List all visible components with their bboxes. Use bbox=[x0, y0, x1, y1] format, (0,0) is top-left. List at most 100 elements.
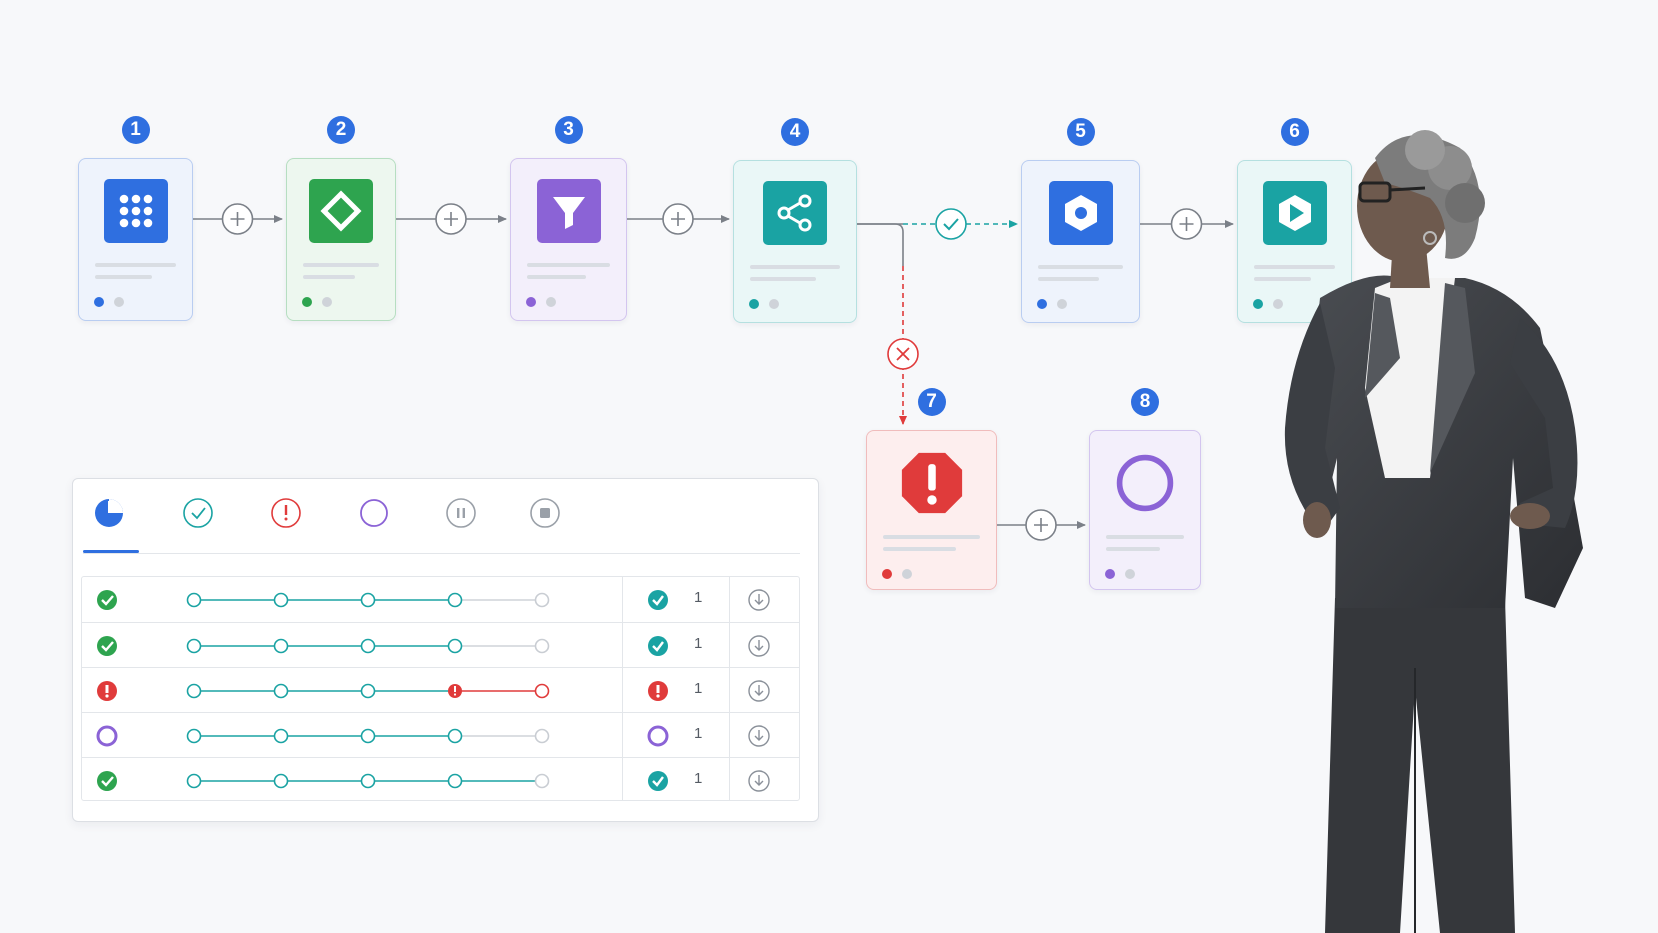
table-row[interactable]: 1 bbox=[82, 757, 799, 803]
tab-pause-circle-icon[interactable] bbox=[445, 497, 479, 531]
node-text-placeholder bbox=[883, 535, 980, 539]
download-icon[interactable] bbox=[747, 769, 771, 793]
error-badge-icon bbox=[646, 679, 670, 703]
grid-icon bbox=[103, 179, 168, 243]
workflow-node-3[interactable] bbox=[510, 158, 627, 321]
run-count: 1 bbox=[694, 770, 703, 787]
alert-octagon-icon bbox=[900, 451, 964, 515]
alert-circle-icon bbox=[270, 498, 302, 533]
error-status-icon bbox=[95, 679, 119, 703]
workflow-node-4[interactable] bbox=[733, 160, 857, 323]
add-step-plus-icon[interactable] bbox=[221, 203, 254, 235]
progress-track bbox=[186, 683, 550, 699]
step-number-badge: 1 bbox=[121, 116, 150, 144]
node-status-dot bbox=[1057, 299, 1067, 309]
workflow-node-2[interactable] bbox=[286, 158, 396, 321]
node-status-dot bbox=[1273, 299, 1283, 309]
step-number-badge: 7 bbox=[917, 388, 946, 416]
play-icon bbox=[1262, 181, 1327, 245]
node-status-dot bbox=[94, 297, 104, 307]
add-step-plus-icon[interactable] bbox=[662, 203, 694, 235]
share-nodes-icon bbox=[763, 181, 827, 245]
column-divider bbox=[622, 577, 623, 800]
ring-icon bbox=[358, 499, 390, 533]
tab-ring-icon[interactable] bbox=[358, 497, 392, 531]
node-status-dot bbox=[1037, 299, 1047, 309]
node-status-dot bbox=[882, 569, 892, 579]
check-circle-icon bbox=[182, 498, 214, 533]
person-illustration bbox=[1284, 130, 1583, 933]
download-icon[interactable] bbox=[747, 634, 771, 658]
node-status-dot bbox=[769, 299, 779, 309]
download-icon[interactable] bbox=[747, 679, 771, 703]
step-number-badge: 3 bbox=[554, 116, 583, 144]
node-text-placeholder bbox=[883, 547, 956, 551]
run-count: 1 bbox=[694, 635, 703, 652]
download-icon[interactable] bbox=[747, 724, 771, 748]
node-status-dot bbox=[546, 297, 556, 307]
active-tab-indicator bbox=[83, 550, 139, 553]
tab-stop-circle-icon[interactable] bbox=[529, 497, 563, 531]
progress-track bbox=[186, 592, 550, 608]
table-row[interactable]: 1 bbox=[82, 622, 799, 668]
table-row[interactable]: 1 bbox=[82, 712, 799, 758]
node-status-dot bbox=[902, 569, 912, 579]
tab-divider bbox=[83, 553, 800, 554]
node-text-placeholder bbox=[95, 263, 176, 267]
hexagon-icon bbox=[1048, 181, 1113, 245]
runs-panel: 1 1 1 1 1 bbox=[72, 478, 819, 822]
add-step-plus-icon[interactable] bbox=[435, 203, 467, 235]
workflow-node-7[interactable] bbox=[866, 430, 997, 590]
add-step-plus-icon[interactable] bbox=[1170, 208, 1203, 240]
success-check-icon[interactable] bbox=[935, 208, 967, 240]
node-text-placeholder bbox=[1038, 277, 1099, 281]
workflow-node-1[interactable] bbox=[78, 158, 193, 321]
success-badge-icon bbox=[646, 769, 670, 793]
node-text-placeholder bbox=[750, 265, 840, 269]
tab-alert-circle-icon[interactable] bbox=[270, 497, 304, 531]
pending-status-icon bbox=[95, 724, 119, 748]
add-step-plus-icon[interactable] bbox=[1025, 509, 1057, 541]
column-divider bbox=[729, 577, 730, 800]
progress-track bbox=[186, 728, 550, 744]
node-text-placeholder bbox=[750, 277, 816, 281]
node-text-placeholder bbox=[1254, 265, 1335, 269]
node-text-placeholder bbox=[1106, 535, 1184, 539]
success-badge-icon bbox=[646, 634, 670, 658]
step-number-badge: 6 bbox=[1280, 118, 1309, 146]
tab-check-circle-icon[interactable] bbox=[182, 497, 216, 531]
run-count: 1 bbox=[694, 589, 703, 606]
download-icon[interactable] bbox=[747, 588, 771, 612]
connector-line bbox=[857, 223, 904, 266]
run-count: 1 bbox=[694, 680, 703, 697]
node-text-placeholder bbox=[1038, 265, 1123, 269]
node-text-placeholder bbox=[95, 275, 152, 279]
filter-icon bbox=[536, 179, 601, 243]
runs-table: 1 1 1 1 1 bbox=[81, 576, 800, 801]
step-number-badge: 4 bbox=[781, 118, 809, 146]
table-row[interactable]: 1 bbox=[82, 667, 799, 713]
node-status-dot bbox=[322, 297, 332, 307]
node-text-placeholder bbox=[527, 275, 586, 279]
step-number-badge: 2 bbox=[327, 116, 355, 144]
node-status-dot bbox=[114, 297, 124, 307]
failure-x-icon[interactable] bbox=[887, 338, 919, 370]
node-status-dot bbox=[1125, 569, 1135, 579]
workflow-node-5[interactable] bbox=[1021, 160, 1140, 323]
node-status-dot bbox=[1105, 569, 1115, 579]
success-status-icon bbox=[95, 769, 119, 793]
node-text-placeholder bbox=[303, 275, 355, 279]
success-status-icon bbox=[95, 588, 119, 612]
step-number-badge: 8 bbox=[1131, 388, 1159, 416]
pending-badge-icon bbox=[646, 724, 670, 748]
success-badge-icon bbox=[646, 588, 670, 612]
node-text-placeholder bbox=[303, 263, 379, 267]
workflow-node-8[interactable] bbox=[1089, 430, 1201, 590]
table-row[interactable]: 1 bbox=[82, 577, 799, 622]
tab-pie-chart-icon[interactable] bbox=[93, 497, 127, 531]
node-status-dot bbox=[526, 297, 536, 307]
node-text-placeholder bbox=[1106, 547, 1160, 551]
progress-track bbox=[186, 773, 550, 789]
node-status-dot bbox=[302, 297, 312, 307]
